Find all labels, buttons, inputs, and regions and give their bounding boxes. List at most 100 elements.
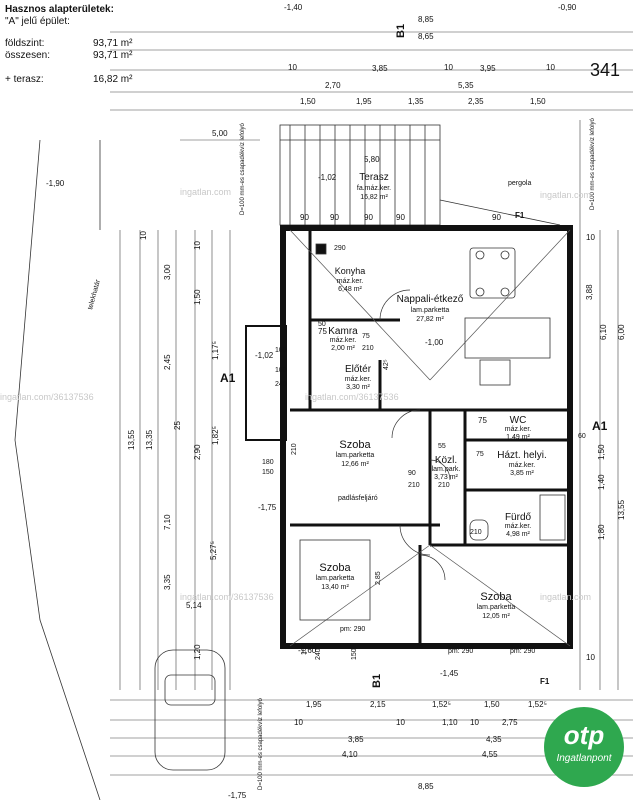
drain-label-right: D=100 mm-es csapadékvíz lefolyó — [590, 117, 596, 210]
elevation: -1,90 — [46, 179, 65, 188]
room-area: 12,05 m² — [482, 613, 510, 620]
dimension: 10 — [586, 233, 595, 242]
door-swings — [379, 289, 451, 581]
summary-row: összesen: 93,71 m² — [5, 50, 155, 62]
dimension: 10 — [288, 63, 297, 72]
dimension: 1,10 — [442, 718, 458, 727]
dimension: 42⁵ — [383, 359, 390, 370]
room-floor: máz.ker. — [337, 278, 364, 285]
room-floor: máz.ker. — [505, 523, 532, 530]
dimension: 1,17⁵ — [211, 341, 220, 360]
dimension: 3,85 — [372, 64, 388, 73]
dimension: 100 — [275, 347, 287, 354]
elevation: -1,75 — [228, 791, 247, 800]
dimension: 13,55 — [617, 499, 626, 520]
room-name: Közl. — [435, 455, 457, 466]
elevation-marks: -1,40 -0,90 -1,90 -1,02 -1,00 -1,02 -1,7… — [46, 3, 577, 800]
room-floor: lam.parketta — [411, 307, 450, 314]
room-name: WC — [510, 415, 527, 426]
dimension: 210 — [408, 482, 420, 489]
room-area: 13,40 m² — [321, 584, 349, 591]
summary-value: 93,71 m² — [93, 38, 133, 49]
room-area: 1,49 m² — [506, 434, 530, 441]
usable-area-summary: Hasznos alapterületek: "A" jelű épület: … — [5, 4, 155, 86]
room-name: Nappali-étkező — [397, 294, 464, 305]
watermark: ingatlan.com — [540, 190, 591, 200]
summary-row: + terasz: 16,82 m² — [5, 74, 155, 86]
roof-lines — [289, 229, 571, 647]
dimension: 3,88 — [585, 284, 594, 300]
dimension: 55 — [438, 443, 446, 450]
section-f1-bottom: F1 — [540, 677, 550, 686]
dimension: 5,35 — [458, 81, 474, 90]
drain-label-left: D=100 mm-es csapadékvíz lefolyó — [240, 122, 246, 215]
watermark: ingatlan.com/36137536 — [0, 392, 94, 402]
dimension: 290 — [334, 245, 346, 252]
room-area: 6,48 m² — [338, 286, 362, 293]
elevation: -1,40 — [284, 3, 303, 12]
logo-text: otp — [563, 720, 605, 750]
dimension: 2,35 — [468, 97, 484, 106]
room-area: 12,66 m² — [341, 461, 369, 468]
summary-title: Hasznos alapterületek: — [5, 4, 114, 15]
dimension: 6,00 — [617, 324, 626, 340]
room-floor: fa.máz.ker. — [357, 185, 391, 192]
parked-car — [154, 649, 226, 771]
summary-row: földszint: 93,71 m² — [5, 38, 155, 50]
dimensions-top: 8,85 8,65 3,85 3,95 5,35 2,70 1,50 1,95 … — [212, 15, 555, 425]
dimension: 5,00 — [212, 129, 228, 138]
room-name: Szoba — [319, 562, 351, 574]
room-area: 3,85 m² — [510, 470, 534, 477]
dimension: 1,95 — [306, 700, 322, 709]
dimension: 10 — [444, 63, 453, 72]
dimension: 1,50 — [530, 97, 546, 106]
dimensions-right: 6,10 6,00 13,55 3,88 1,40 1,80 1,50 10 1… — [585, 233, 626, 662]
room-labels: Terasz fa.máz.ker. 16,82 m² Konyha máz.k… — [316, 172, 547, 620]
dimension: 210 — [438, 482, 450, 489]
dimension: 90 — [330, 213, 339, 222]
pergola-label: pergola — [508, 180, 531, 187]
dimension: 5,80 — [364, 155, 380, 164]
dimension: 75 — [318, 327, 327, 336]
summary-label: + terasz: — [5, 74, 44, 85]
dimension: 75 — [362, 333, 370, 340]
watermark: ingatlan.com/36137536 — [180, 592, 274, 602]
dimension: 100 — [275, 367, 287, 374]
dimension: 210 — [362, 345, 374, 352]
dimension: 2,15 — [370, 700, 386, 709]
dimension: 10 — [193, 241, 202, 250]
room-floor: máz.ker. — [330, 337, 357, 344]
dimension: 8,85 — [418, 782, 434, 791]
section-b1-top: B1 — [395, 24, 407, 38]
watermark: ingatlan.com — [180, 187, 231, 197]
room-floor: lam.parketta — [336, 452, 375, 459]
dimensions-inner: 290 100 210 75 210 50 100 240 180 150 55… — [262, 245, 586, 660]
elevation: -1,02 — [255, 351, 274, 360]
dimension: 50 — [318, 321, 326, 328]
logo-subtext: Ingatlanpont — [556, 753, 612, 764]
dimension: 75 — [478, 416, 487, 425]
dimension: 1,50 — [484, 700, 500, 709]
room-area: 2,00 m² — [331, 345, 355, 352]
summary-label: összesen: — [5, 50, 51, 61]
dimension: 6,10 — [599, 324, 608, 340]
room-name: Szoba — [339, 439, 371, 451]
section-a1-right: A1 — [592, 419, 608, 433]
dimension: 2,85 — [375, 571, 382, 585]
dimension: 1,82⁵ — [211, 426, 220, 445]
dimension: 13,35 — [145, 429, 154, 450]
room-name: Házt. helyi. — [497, 450, 546, 461]
dimension: 180 — [262, 459, 274, 466]
summary-subtitle: "A" jelű épület: — [5, 16, 70, 27]
dimension: 1,50 — [300, 97, 316, 106]
room-name: Konyha — [335, 266, 366, 276]
otp-ingatlanpont-logo: otp Ingatlanpont — [544, 707, 624, 787]
plot-number: 341 — [590, 60, 621, 80]
dimension: 3,95 — [480, 64, 496, 73]
outer-walls — [245, 225, 573, 649]
dimension: 1,50 — [193, 289, 202, 305]
dimension: 2,70 — [325, 81, 341, 90]
dimension: 1,20 — [193, 644, 202, 660]
dimension: 13,55 — [127, 429, 136, 450]
dimension: 150 — [351, 648, 358, 660]
